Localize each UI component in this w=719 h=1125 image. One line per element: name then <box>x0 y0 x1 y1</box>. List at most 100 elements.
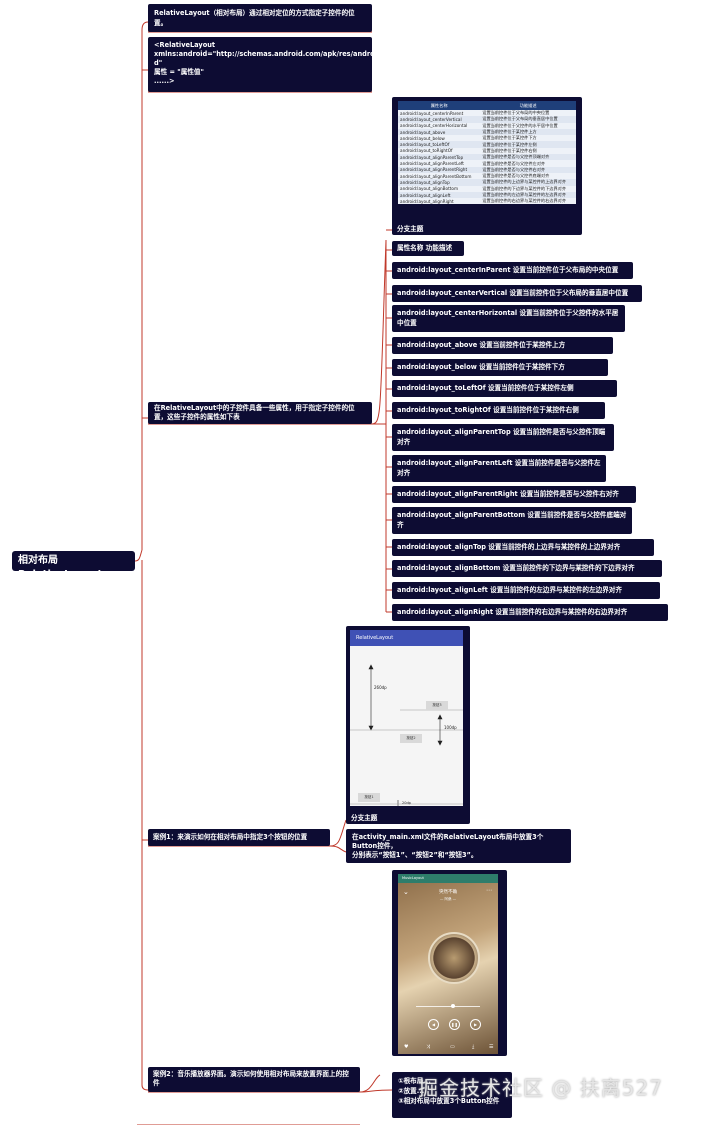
attrs-desc-text: 在RelativeLayout中的子控件具备一些属性，用于指定子控件的位置，这些… <box>154 404 355 421</box>
attr-node-label: android:layout_centerInParent 设置当前控件位于父布… <box>397 266 619 274</box>
attr-node[interactable]: android:layout_alignBottom 设置当前控件的下边界与某控… <box>392 560 662 577</box>
table-cell-name: android:layout_toRightOf <box>398 147 481 155</box>
button3[interactable]: 按钮3 <box>426 701 448 710</box>
shuffle-icon[interactable]: ⤨ <box>426 1044 431 1050</box>
case2-node[interactable]: 案例2：音乐播放器界面。演示如何使用相对布局来放置界面上的控件 <box>148 1067 360 1092</box>
attr-node-label: android:layout_alignParentRight 设置当前控件是否… <box>397 490 619 498</box>
table-cell-name: android:layout_centerHorizontal <box>398 122 481 129</box>
table-cell-name: android:layout_alignParentBottom <box>398 172 481 180</box>
list-icon[interactable]: ☰ <box>489 1044 494 1050</box>
table-cell-desc: 设置当前控件是否与父控件底端对齐 <box>480 172 576 180</box>
table-cell-desc: 设置当前控件位于父控件的水平居中位置 <box>480 122 576 129</box>
table-header-desc: 功能描述 <box>480 101 576 110</box>
more-icon[interactable]: ⋯ <box>486 887 492 894</box>
table-cell-name: android:layout_alignParentTop <box>398 154 481 161</box>
attr-node-label: android:layout_alignRight 设置当前控件的右边界与某控件… <box>397 608 628 616</box>
attr-node[interactable]: android:layout_centerVertical 设置当前控件位于父布… <box>392 285 642 302</box>
table-cell-desc: 设置当前控件位于某控件左侧 <box>480 141 576 148</box>
case1-app-bar: RelativeLayout <box>350 630 463 646</box>
attr-node-label: android:layout_alignLeft 设置当前控件的左边界与某控件的… <box>397 586 622 594</box>
attr-node-label: android:layout_toLeftOf 设置当前控件位于某控件左侧 <box>397 384 574 392</box>
case1-screen-caption: 分支主题 <box>351 814 378 822</box>
attr-node[interactable]: android:layout_alignParentRight 设置当前控件是否… <box>392 486 636 503</box>
case2-screen-panel[interactable]: MusicLayout ⌄ 突然不确 — 阿桑 — ⋯ ◀ ❚❚ ▶ ♥ ⤨ ▭… <box>392 870 507 1056</box>
attr-node[interactable]: android:layout_alignTop 设置当前控件的上边界与某控件的上… <box>392 539 654 556</box>
table-cell-desc: 设置当前控件位于某控件右侧 <box>480 147 576 155</box>
table-cell-name: android:layout_alignParentLeft <box>398 160 481 167</box>
attr-node-label: android:layout_alignBottom 设置当前控件的下边界与某控… <box>397 564 635 572</box>
attr-node-label: android:layout_centerHorizontal 设置当前控件位于… <box>397 309 619 327</box>
case2-detail-node[interactable]: ①根布局... ②放置... ③相对布局中放置3个Button控件 <box>392 1072 512 1118</box>
table-cell-name: android:layout_alignTop <box>398 179 481 186</box>
xml-line: ......> <box>154 77 175 85</box>
case2-app-bar: MusicLayout <box>398 874 498 883</box>
chevron-down-icon[interactable]: ⌄ <box>403 888 409 896</box>
intro-node[interactable]: RelativeLayout（相对布局）通过相对定位的方式指定子控件的位置。 <box>148 4 372 32</box>
attr-node[interactable]: android:layout_alignParentBottom 设置当前控件是… <box>392 507 632 534</box>
table-cell-name: android:layout_alignRight <box>398 198 481 205</box>
attr-node[interactable]: android:layout_above 设置当前控件位于某控件上方 <box>392 337 613 354</box>
table-cell-desc: 设置当前控件位于父布局的中央位置 <box>480 110 576 117</box>
attr-node[interactable]: android:layout_alignParentLeft 设置当前控件是否与… <box>392 455 606 482</box>
tv-icon[interactable]: ▭ <box>450 1044 455 1050</box>
attrs-desc-node[interactable]: 在RelativeLayout中的子控件具备一些属性，用于指定子控件的位置，这些… <box>148 402 372 424</box>
case1-node[interactable]: 案例1：来演示如何在相对布局中指定3个按钮的位置 <box>148 829 330 846</box>
attr-node-label: android:layout_alignParentTop 设置当前控件是否与父… <box>397 428 606 446</box>
xml-syntax-node[interactable]: <RelativeLayout xmlns:android="http://sc… <box>148 37 377 92</box>
next-icon[interactable]: ▶ <box>470 1019 481 1030</box>
attr-node-label: android:layout_above 设置当前控件位于某控件上方 <box>397 341 566 349</box>
case2-text: 案例2：音乐播放器界面。演示如何使用相对布局来放置界面上的控件 <box>153 1070 349 1087</box>
artist-name: — 阿桑 — <box>439 897 457 901</box>
attr-node[interactable]: android:layout_alignRight 设置当前控件的右边界与某控件… <box>392 604 668 621</box>
attr-node[interactable]: android:layout_centerHorizontal 设置当前控件位于… <box>392 305 625 332</box>
attr-node[interactable]: android:layout_centerInParent 设置当前控件位于父布… <box>392 262 633 279</box>
button1[interactable]: 按钮1 <box>358 793 380 802</box>
case1-screen-panel[interactable]: RelativeLayout 260dp 100dp 20dp 按钮3 按钮2 … <box>346 626 470 824</box>
attr-node[interactable]: 属性名称 功能描述 <box>392 241 464 256</box>
attr-node[interactable]: android:layout_toLeftOf 设置当前控件位于某控件左侧 <box>392 380 617 397</box>
heart-icon[interactable]: ♥ <box>404 1044 409 1050</box>
progress-track[interactable] <box>416 1006 480 1007</box>
table-cell-desc: 设置当前控件的左边界与某控件的左边界对齐 <box>480 191 576 199</box>
xml-line: xmlns:android="http://schemas.android.co… <box>154 50 377 58</box>
attr-node-label: android:layout_toRightOf 设置当前控件位于某控件右侧 <box>397 406 579 414</box>
attr-table-caption: 分支主题 <box>397 225 424 233</box>
attr-node[interactable]: android:layout_alignLeft 设置当前控件的左边界与某控件的… <box>392 582 660 599</box>
prev-icon[interactable]: ◀ <box>428 1019 439 1030</box>
table-cell-name: android:layout_alignLeft <box>398 191 481 199</box>
download-icon[interactable]: ⤓ <box>472 1044 475 1050</box>
table-cell-desc: 设置当前控件是否与父控件右对齐 <box>480 166 576 173</box>
xml-line: d" <box>154 59 163 67</box>
table-cell-desc: 设置当前控件是否与父控件顶端对齐 <box>480 154 576 161</box>
attr-node-label: android:layout_alignTop 设置当前控件的上边界与某控件的上… <box>397 543 621 551</box>
attr-node[interactable]: android:layout_toRightOf 设置当前控件位于某控件右侧 <box>392 402 605 419</box>
intro-text: RelativeLayout（相对布局）通过相对定位的方式指定子控件的位置。 <box>154 9 355 27</box>
dim-260-label: 260dp <box>374 685 387 690</box>
button2[interactable]: 按钮2 <box>400 734 422 743</box>
case2-detail-line: ①根布局... <box>398 1077 431 1085</box>
attr-node[interactable]: android:layout_alignParentTop 设置当前控件是否与父… <box>392 424 614 451</box>
table-cell-desc: 设置当前控件的右边界与某控件的右边界对齐 <box>480 198 576 205</box>
pause-icon[interactable]: ❚❚ <box>449 1019 460 1030</box>
attr-node-label: android:layout_centerVertical 设置当前控件位于父布… <box>397 289 629 297</box>
root-node[interactable]: 相对布局RelativeLayout <box>12 551 135 580</box>
attr-node[interactable]: android:layout_below 设置当前控件位于某控件下方 <box>392 359 608 376</box>
table-cell-desc: 设置当前控件位于某控件上方 <box>480 128 576 136</box>
root-label: 相对布局RelativeLayout <box>18 555 103 580</box>
case1-detail-node[interactable]: 在activity_main.xml文件的RelativeLayout布局中放置… <box>346 829 571 863</box>
table-cell-desc: 设置当前控件是否与父控件左对齐 <box>480 160 576 167</box>
progress-knob[interactable] <box>451 1004 455 1008</box>
